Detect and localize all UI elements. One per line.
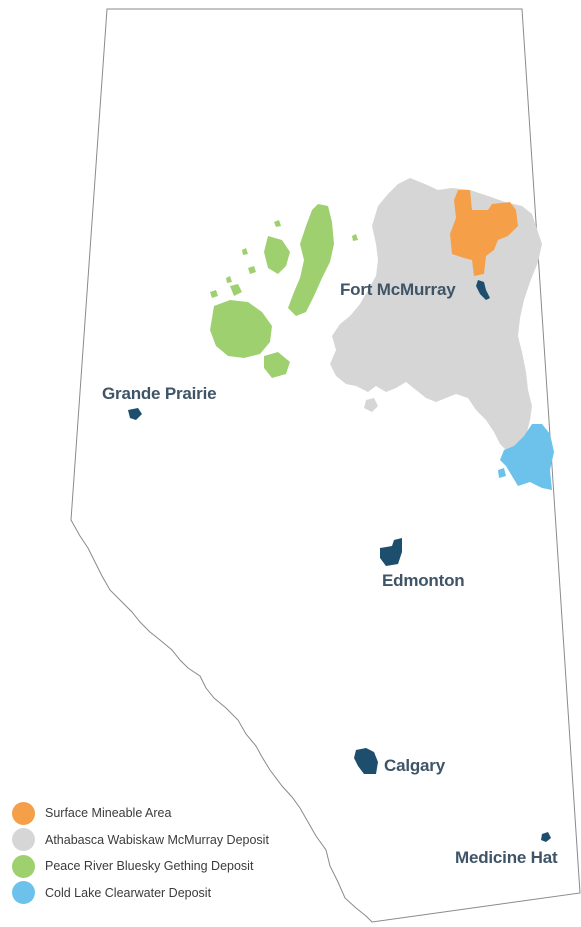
medicine-hat-city-shape <box>541 832 551 842</box>
calgary-city-shape <box>354 748 378 774</box>
peace-river-deposit <box>210 204 358 378</box>
legend-swatch-cold-lake <box>12 881 35 905</box>
map-legend: Surface Mineable Area Athabasca Wabiskaw… <box>12 800 269 906</box>
legend-swatch-surface-mineable <box>12 801 35 825</box>
city-label-edmonton: Edmonton <box>382 571 465 590</box>
cold-lake-deposit-fragment <box>498 468 506 478</box>
legend-item-surface-mineable: Surface Mineable Area <box>12 800 269 827</box>
legend-item-peace-river: Peace River Bluesky Gething Deposit <box>12 853 269 880</box>
city-label-medicine-hat: Medicine Hat <box>455 848 558 867</box>
legend-label: Surface Mineable Area <box>45 806 172 821</box>
surface-mineable-area <box>450 190 518 276</box>
city-label-fort-mcmurray: Fort McMurray <box>340 280 456 299</box>
fort-mcmurray-city-shape <box>476 280 490 300</box>
city-label-calgary: Calgary <box>384 756 445 775</box>
athabasca-deposit-fragment <box>364 398 378 412</box>
cold-lake-deposit <box>500 424 554 490</box>
edmonton-city-shape <box>380 538 402 566</box>
legend-label: Peace River Bluesky Gething Deposit <box>45 859 254 874</box>
legend-label: Athabasca Wabiskaw McMurray Deposit <box>45 832 269 847</box>
province-outline <box>70 8 581 923</box>
legend-swatch-peace-river <box>12 854 35 878</box>
legend-item-cold-lake: Cold Lake Clearwater Deposit <box>12 880 269 907</box>
legend-swatch-athabasca <box>12 828 35 852</box>
legend-label: Cold Lake Clearwater Deposit <box>45 885 212 900</box>
grande-prairie-city-shape <box>128 408 142 420</box>
city-label-grande-prairie: Grande Prairie <box>102 384 217 403</box>
legend-item-athabasca: Athabasca Wabiskaw McMurray Deposit <box>12 827 269 854</box>
